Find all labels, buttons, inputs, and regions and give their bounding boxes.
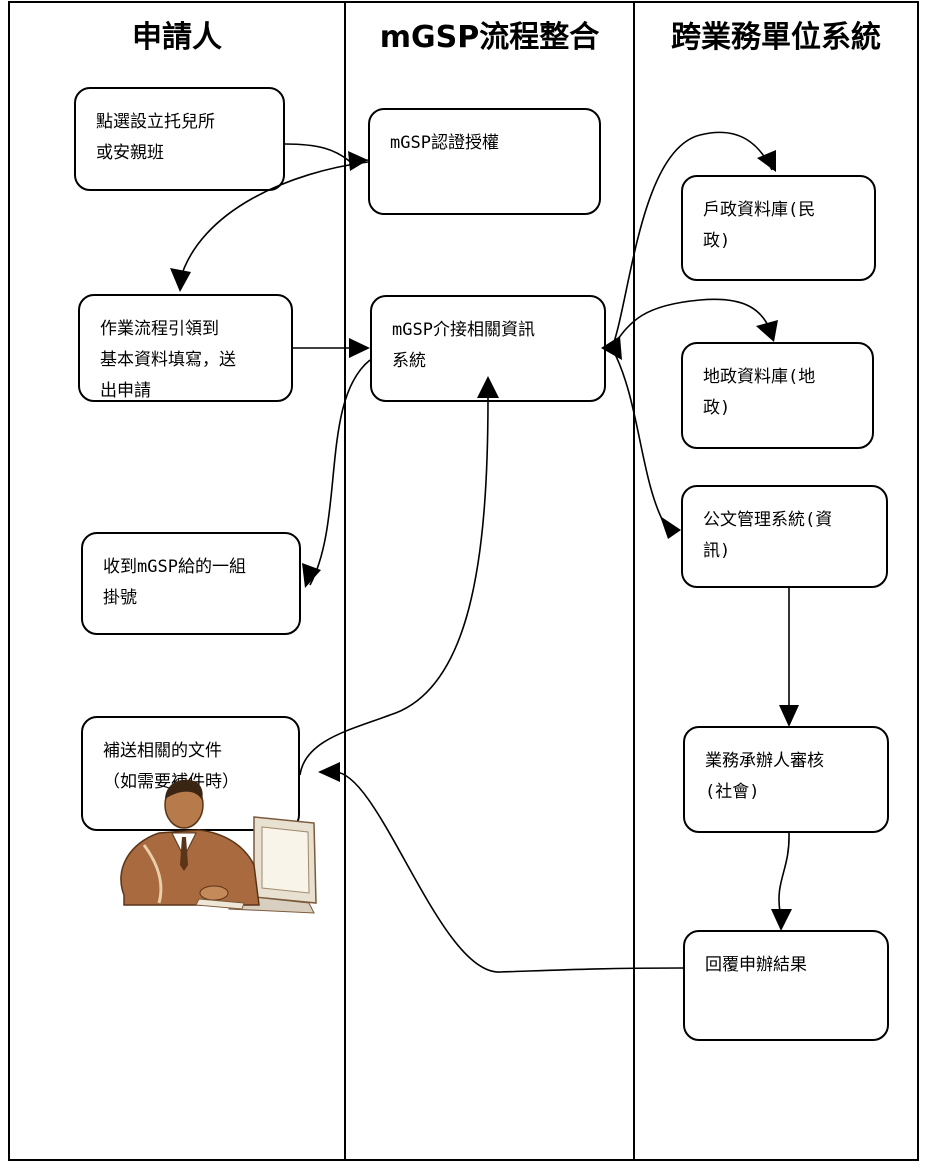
arrowhead-document bbox=[660, 516, 681, 539]
arrowhead-review bbox=[779, 705, 799, 727]
connector-interface-to-document bbox=[611, 347, 666, 526]
arrowhead-household bbox=[757, 150, 776, 172]
lane-header-applicant: 申請人 bbox=[132, 20, 222, 55]
step-fill-form: 作業流程引領到 基本資料填寫，送 出申請 bbox=[78, 294, 293, 402]
step-mgsp-auth: mGSP認證授權 bbox=[368, 108, 601, 215]
arrowhead-to-applicant bbox=[318, 762, 340, 782]
connector-reply-to-applicant bbox=[334, 771, 684, 973]
arrowhead-reply bbox=[771, 909, 792, 931]
step-select-service: 點選設立托兒所 或安親班 bbox=[74, 87, 285, 191]
arrowhead-interface-right bbox=[601, 336, 622, 360]
diagram-frame bbox=[8, 1, 919, 1161]
step-receive-number: 收到mGSP給的一組 掛號 bbox=[81, 532, 301, 635]
connector-interface-to-household bbox=[611, 131, 773, 349]
arrowhead-fill bbox=[170, 268, 191, 292]
step-review: 業務承辦人審核 (社會) bbox=[683, 726, 889, 833]
lane-header-cross-unit: 跨業務單位系統 bbox=[671, 20, 881, 55]
arrowhead-land bbox=[756, 320, 778, 342]
arrowhead-receive bbox=[302, 563, 321, 588]
lane-divider-1 bbox=[344, 1, 346, 1161]
lane-divider-2 bbox=[633, 1, 635, 1161]
person-at-computer-image bbox=[120, 779, 317, 914]
step-land-db: 地政資料庫(地 政) bbox=[681, 342, 874, 449]
arrowhead-auth bbox=[348, 151, 368, 171]
step-reply: 回覆申辦結果 bbox=[683, 930, 889, 1041]
arrowhead-interface bbox=[349, 338, 370, 358]
connector-interface-to-receive bbox=[309, 359, 371, 586]
step-document-mgmt: 公文管理系統(資 訊) bbox=[681, 485, 888, 588]
connector-auth-to-fill bbox=[179, 161, 369, 281]
connector-supplement-to-interface bbox=[299, 397, 489, 776]
connector-review-to-reply bbox=[778, 832, 790, 913]
arrowhead-supplement-up bbox=[477, 376, 499, 398]
lane-header-mgsp: mGSP流程整合 bbox=[379, 20, 600, 55]
step-household-db: 戶政資料庫(民 政) bbox=[681, 175, 876, 281]
connector-interface-to-land bbox=[611, 298, 771, 349]
